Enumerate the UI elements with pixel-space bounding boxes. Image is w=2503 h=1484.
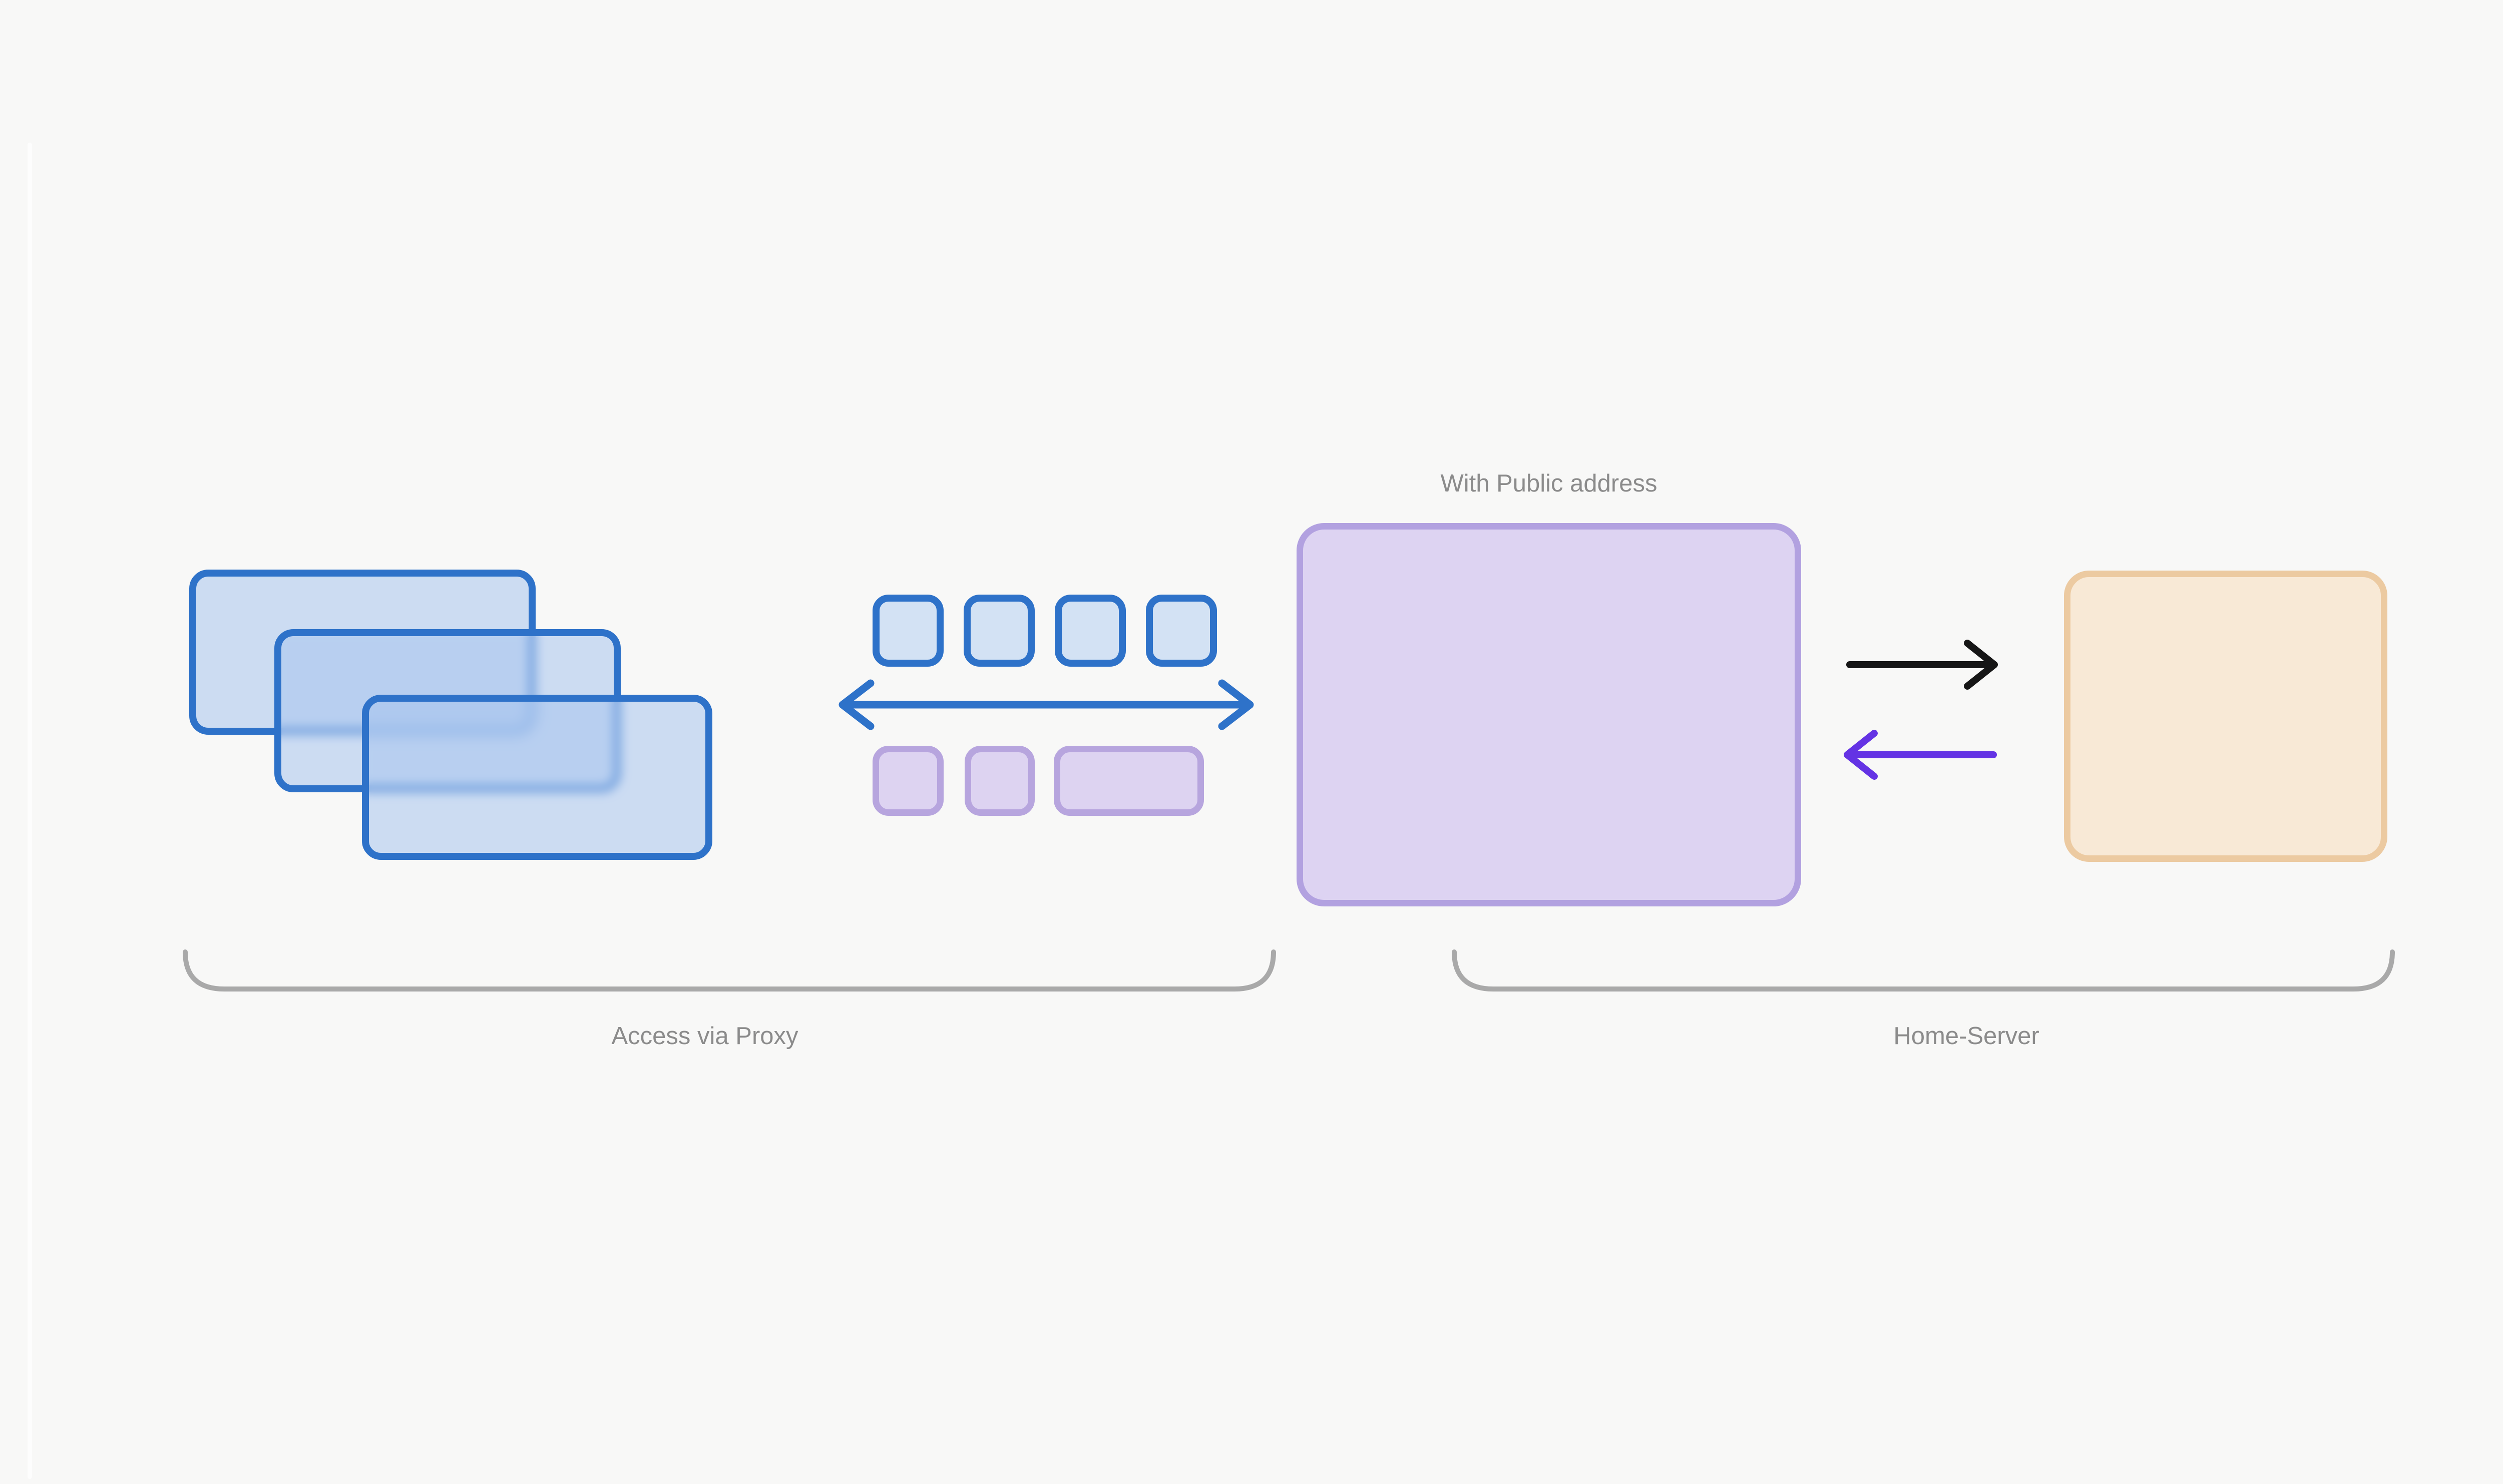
blue-packet xyxy=(873,595,944,667)
request-arrow xyxy=(1846,640,1998,690)
sync-bidirectional-arrow xyxy=(839,679,1254,730)
left-group-label: Access via Proxy xyxy=(611,1023,798,1050)
proxy-server-box xyxy=(1297,523,1801,906)
canvas-edge-line xyxy=(28,143,32,1479)
right-group-label: Home-Server xyxy=(1893,1023,2039,1050)
purple-packet xyxy=(965,746,1035,816)
blue-packet xyxy=(964,595,1035,667)
client-window-front xyxy=(362,695,712,860)
proxy-box-caption: With Public address xyxy=(1440,470,1657,497)
purple-packet-wide xyxy=(1054,746,1204,816)
blue-packet xyxy=(1055,595,1126,667)
blue-packet xyxy=(1146,595,1217,667)
purple-packet xyxy=(873,746,944,816)
left-group-brace xyxy=(183,949,1276,992)
home-server-box xyxy=(2064,571,2387,862)
response-arrow xyxy=(1844,730,1997,780)
right-group-brace xyxy=(1452,949,2395,992)
